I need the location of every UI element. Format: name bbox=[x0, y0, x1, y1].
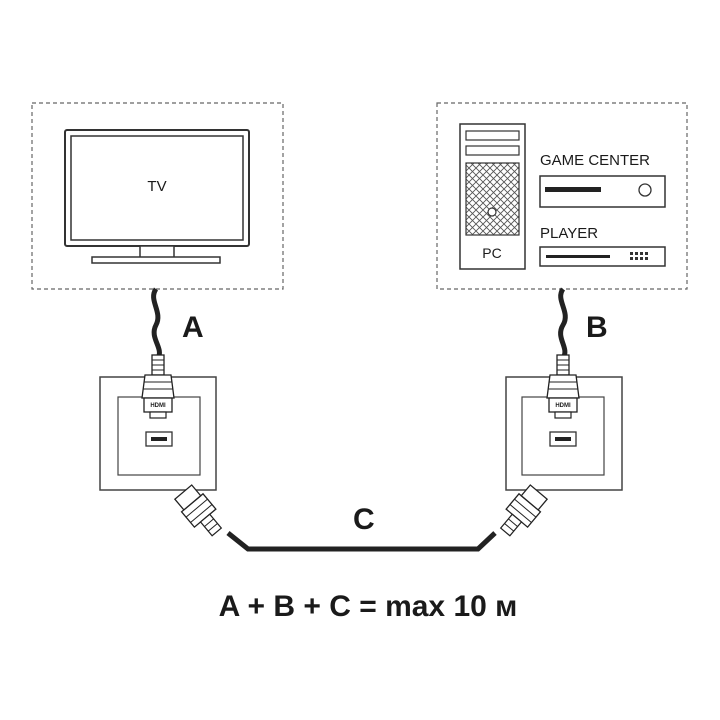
left-hdmi-plug: HDMI bbox=[141, 354, 175, 419]
cable-a-label: A bbox=[182, 311, 204, 344]
media-player-icon bbox=[539, 246, 666, 267]
cable-b-label: B bbox=[586, 311, 608, 344]
cable-c-label: C bbox=[353, 503, 375, 536]
left-wall-socket bbox=[99, 376, 217, 491]
cable-b bbox=[558, 287, 568, 360]
cable-a bbox=[151, 287, 162, 360]
right-bottom-hdmi-plug bbox=[499, 484, 549, 537]
source-box: PC GAME CENTER PLAYER bbox=[436, 102, 688, 290]
left-bottom-hdmi-plug bbox=[173, 484, 223, 537]
tv-icon bbox=[64, 129, 250, 264]
tv-label: TV bbox=[147, 178, 166, 195]
cable-c bbox=[226, 531, 497, 552]
pc-label: PC bbox=[482, 245, 501, 261]
tv-box-border bbox=[31, 102, 284, 290]
tv-box: TV bbox=[31, 102, 284, 290]
pc-tower-icon bbox=[459, 123, 526, 270]
game-center-label: GAME CENTER bbox=[540, 152, 650, 169]
length-formula: A + B + C = max 10 м bbox=[219, 590, 518, 623]
right-hdmi-plug: HDMI bbox=[546, 354, 580, 419]
player-label: PLAYER bbox=[540, 225, 598, 242]
game-console-icon bbox=[539, 175, 666, 208]
hdmi-plug-label: HDMI bbox=[150, 403, 166, 409]
hdmi-plug-label: HDMI bbox=[555, 403, 571, 409]
